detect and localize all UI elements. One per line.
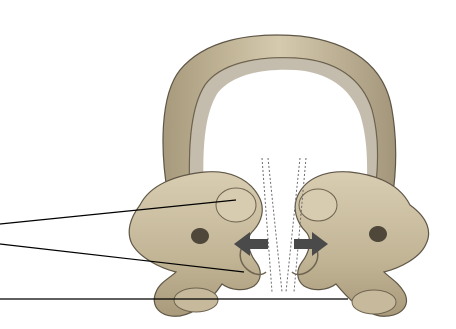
left-upper-process <box>216 188 256 222</box>
right-upper-process <box>299 189 337 221</box>
left-lower-process <box>174 288 218 312</box>
right-lower-process <box>352 290 396 314</box>
left-foramen <box>191 228 209 244</box>
right-foramen <box>369 226 387 242</box>
